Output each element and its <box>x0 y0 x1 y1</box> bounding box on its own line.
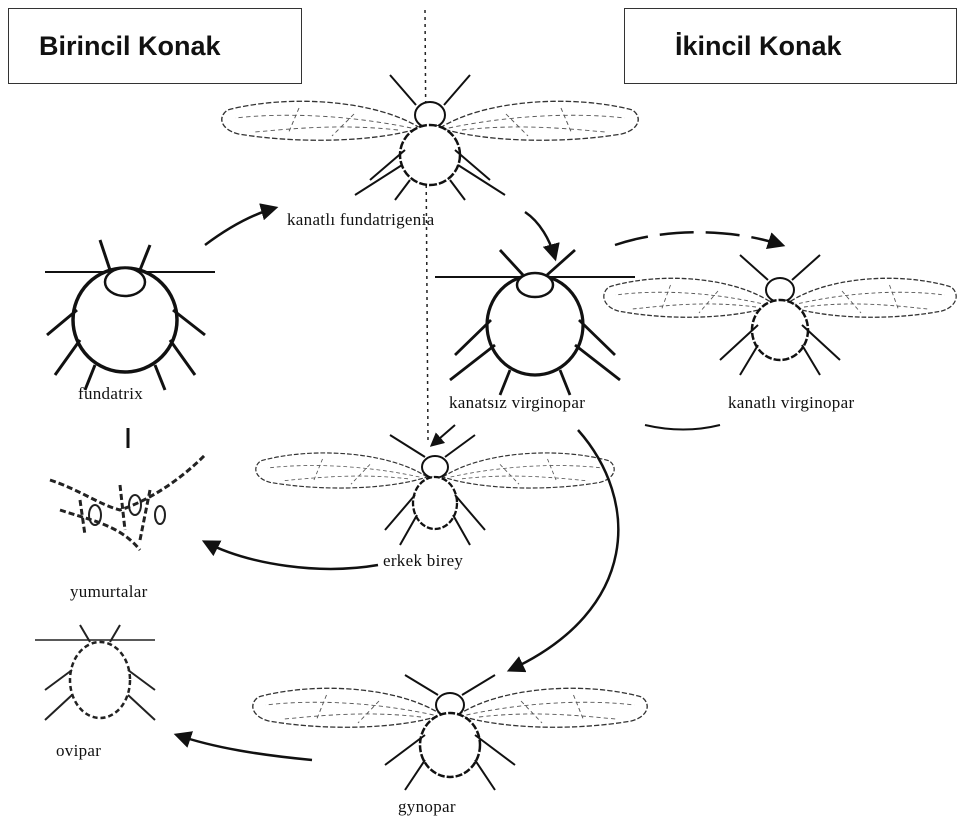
winged-fundatrigenia-figure <box>222 75 638 200</box>
stage-label-eggs: yumurtalar <box>70 582 148 602</box>
arrow-male-to-eggs <box>205 542 378 569</box>
arrow-gynopar-to-ovipar <box>177 735 312 760</box>
wingless-virginopar-figure <box>435 250 635 395</box>
winged-virginopar-figure <box>604 255 956 375</box>
stage-label-male: erkek birey <box>383 551 463 571</box>
arrow-winged-back-to-wingless <box>645 425 720 430</box>
arrow-to-male <box>432 425 455 445</box>
arrow-fundatrix-to-fundatrigenia <box>205 208 275 245</box>
ovipar-figure <box>35 625 155 720</box>
male-figure <box>256 435 614 545</box>
stage-label-fundatrix: fundatrix <box>78 384 143 404</box>
stage-label-ovipar: ovipar <box>56 741 101 761</box>
arrow-fundatrigenia-to-virginopar <box>525 212 555 258</box>
stage-label-winged-fundatrigenia: kanatlı fundatrigenia <box>287 210 434 230</box>
stage-label-gynopar: gynopar <box>398 797 456 817</box>
eggs-on-twig-figure <box>50 455 205 550</box>
stage-label-wingless-virginopar: kanatsız virginopar <box>449 393 585 413</box>
arrow-virginopar-to-winged <box>615 232 782 245</box>
stage-label-winged-virginopar: kanatlı virginopar <box>728 393 854 413</box>
gynopar-figure <box>253 675 647 790</box>
arrow-virginopar-to-gynopar <box>510 430 618 670</box>
fundatrix-figure <box>45 240 215 390</box>
